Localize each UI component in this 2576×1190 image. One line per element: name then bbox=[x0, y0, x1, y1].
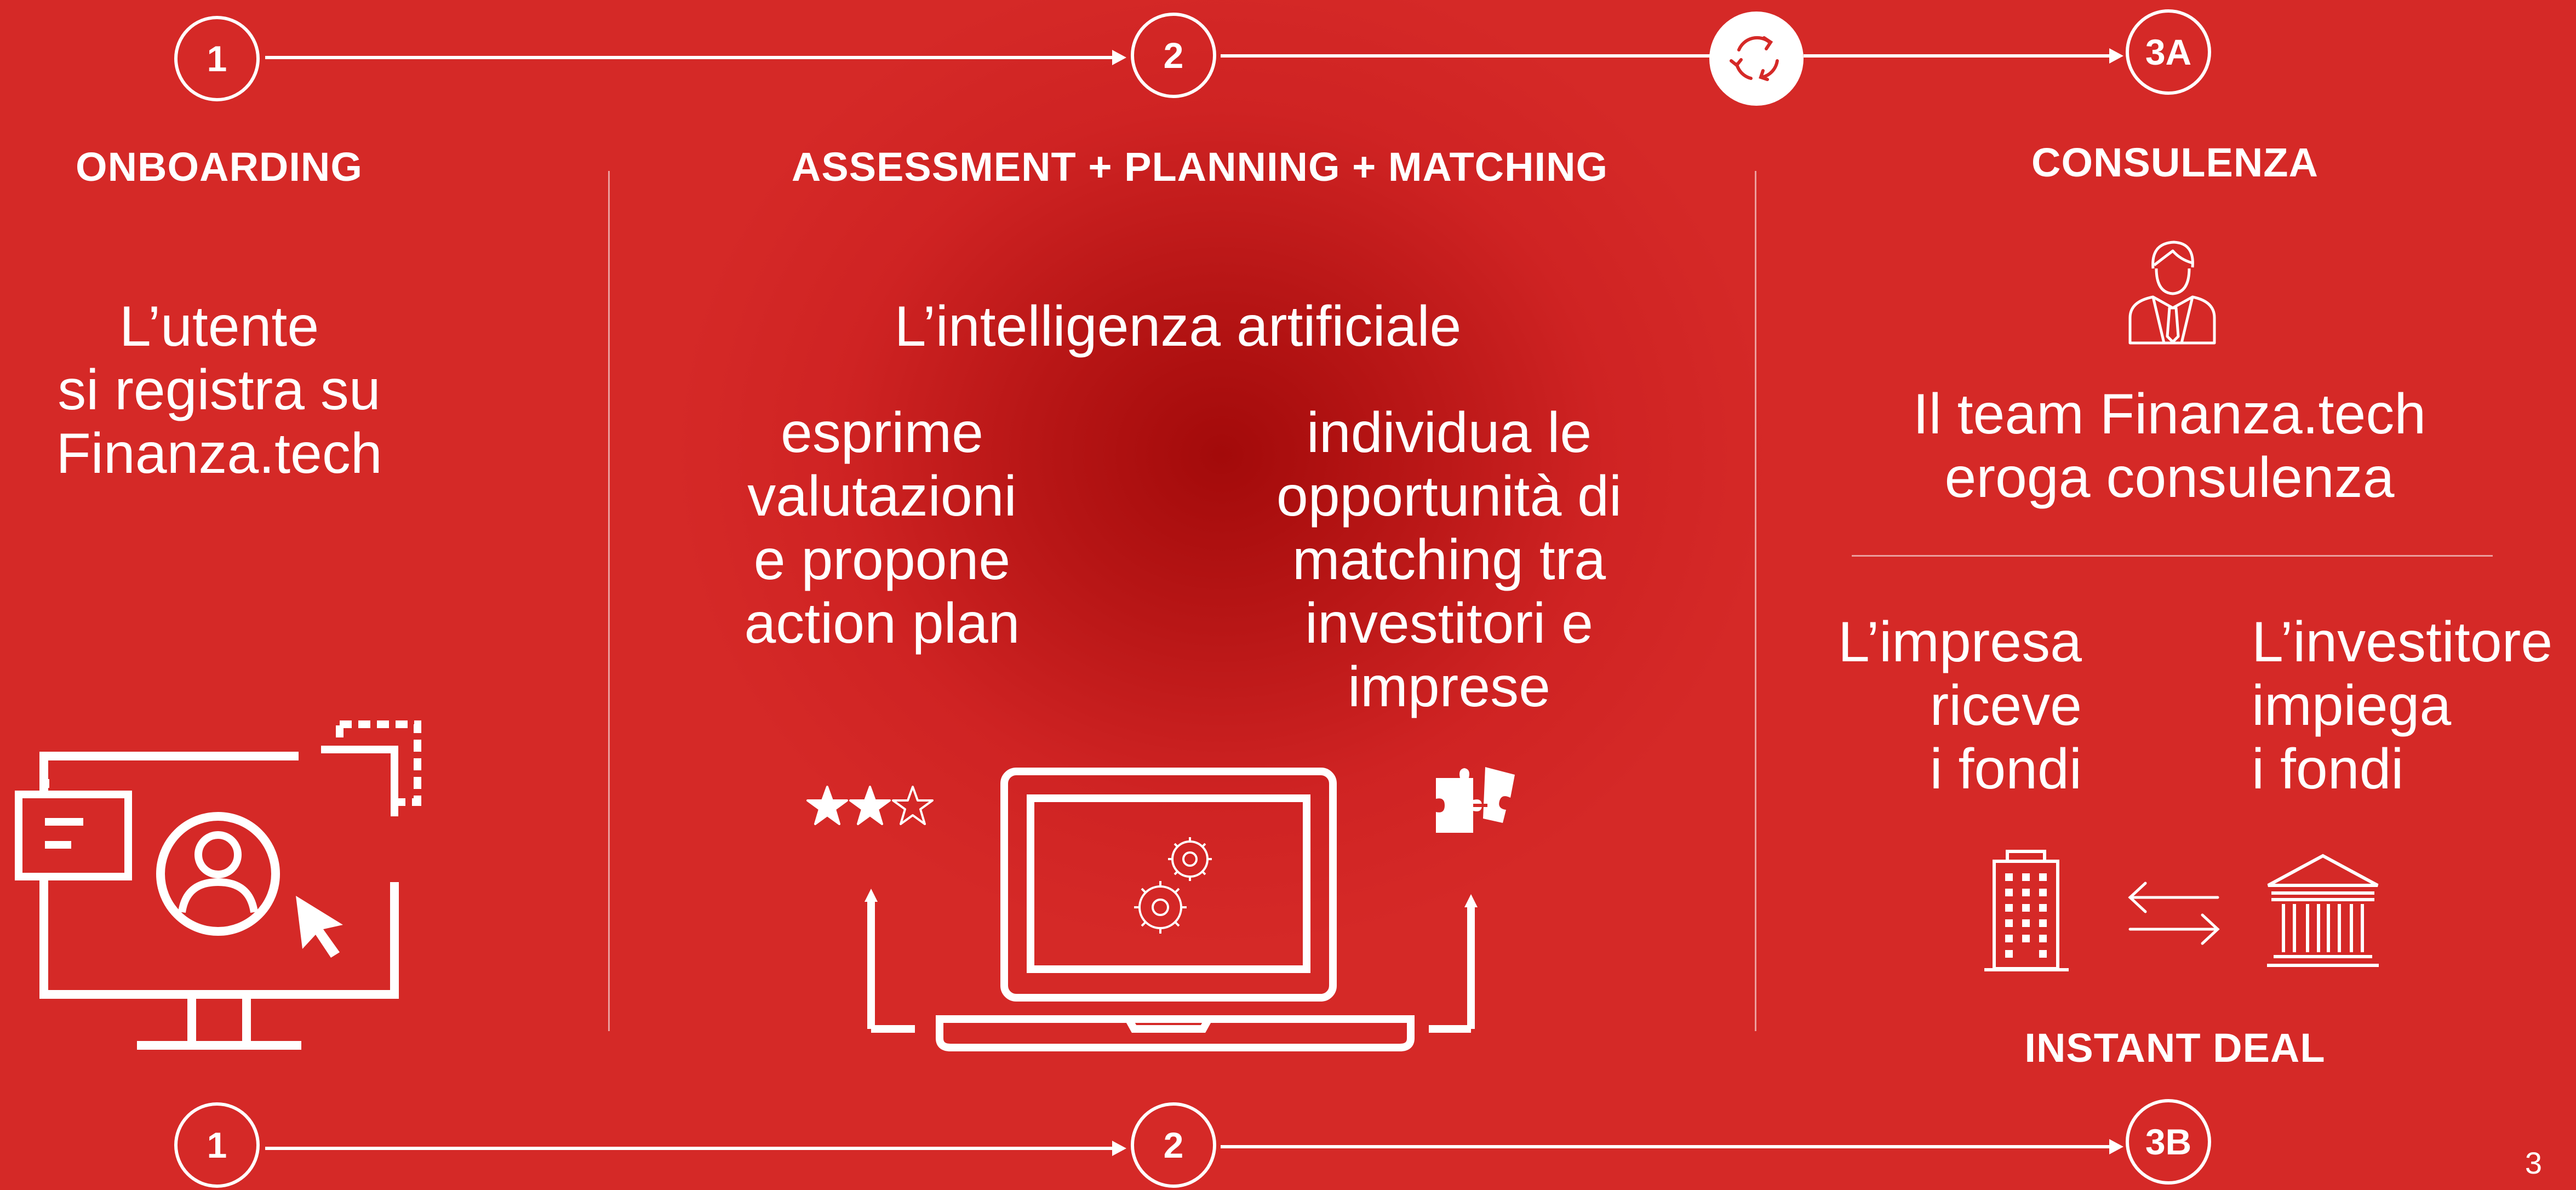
bottom-flow-arrowhead-1 bbox=[1112, 1141, 1126, 1156]
top-step-2-badge: 2 bbox=[1131, 13, 1216, 98]
consultant-person-icon bbox=[2128, 241, 2216, 345]
assessment-right-text: individua le opportunità di matching tra… bbox=[1276, 401, 1622, 719]
top-flow-connector-2 bbox=[1221, 54, 1714, 58]
consulenza-heading: CONSULENZA bbox=[2031, 140, 2319, 185]
bank-icon bbox=[2267, 854, 2379, 967]
impresa-text: L’impresa riceve i fondi bbox=[1837, 610, 2082, 801]
top-step-2-label: 2 bbox=[1163, 35, 1184, 76]
top-flow-connector-1 bbox=[265, 56, 1114, 59]
column-divider-right bbox=[1755, 171, 1756, 1031]
bottom-flow-arrowhead-2 bbox=[2109, 1139, 2123, 1154]
bottom-step-3b-badge: 3B bbox=[2126, 1099, 2211, 1185]
top-step-1-label: 1 bbox=[207, 38, 227, 79]
onboarding-text: L’utente si registra su Finanza.tech bbox=[56, 295, 382, 485]
office-building-icon bbox=[1984, 850, 2069, 971]
instant-deal-heading: INSTANT DEAL bbox=[2024, 1025, 2326, 1071]
investitore-text: L’investitore impiega i fondi bbox=[2252, 610, 2553, 801]
top-flow-arrowhead-3 bbox=[2109, 48, 2123, 64]
bottom-step-3b-label: 3B bbox=[2145, 1122, 2192, 1162]
top-step-1-badge: 1 bbox=[174, 16, 260, 101]
computer-user-profile-icon bbox=[15, 720, 421, 1050]
exchange-arrows-icon bbox=[2128, 882, 2220, 945]
bottom-step-1-label: 1 bbox=[207, 1125, 227, 1165]
bottom-flow-connector-2 bbox=[1221, 1145, 2110, 1148]
onboarding-heading: ONBOARDING bbox=[76, 144, 363, 190]
bottom-step-1-badge: 1 bbox=[174, 1102, 260, 1188]
top-step-3a-badge: 3A bbox=[2126, 9, 2211, 95]
page-number: 3 bbox=[2525, 1146, 2542, 1180]
laptop-gears-icon bbox=[865, 768, 1478, 1051]
assessment-heading: ASSESSMENT + PLANNING + MATCHING bbox=[791, 144, 1608, 190]
refresh-cycle-icon bbox=[1709, 12, 1804, 106]
top-flow-connector-3 bbox=[1804, 54, 2110, 58]
bottom-step-2-label: 2 bbox=[1163, 1125, 1184, 1165]
bottom-step-2-badge: 2 bbox=[1131, 1102, 1216, 1188]
rating-stars-icon bbox=[806, 786, 934, 825]
consulenza-divider bbox=[1852, 555, 2493, 557]
column-divider-left bbox=[608, 171, 610, 1031]
consulenza-text: Il team Finanza.tech eroga consulenza bbox=[1913, 382, 2426, 510]
assessment-subtitle: L’intelligenza artificiale bbox=[894, 295, 1462, 358]
assessment-left-text: esprime valutazioni e propone action pla… bbox=[744, 401, 1020, 655]
top-step-3a-label: 3A bbox=[2145, 32, 2192, 72]
top-flow-arrowhead-1 bbox=[1112, 50, 1126, 65]
bottom-flow-connector-1 bbox=[265, 1147, 1114, 1150]
puzzle-icon bbox=[1436, 767, 1515, 833]
